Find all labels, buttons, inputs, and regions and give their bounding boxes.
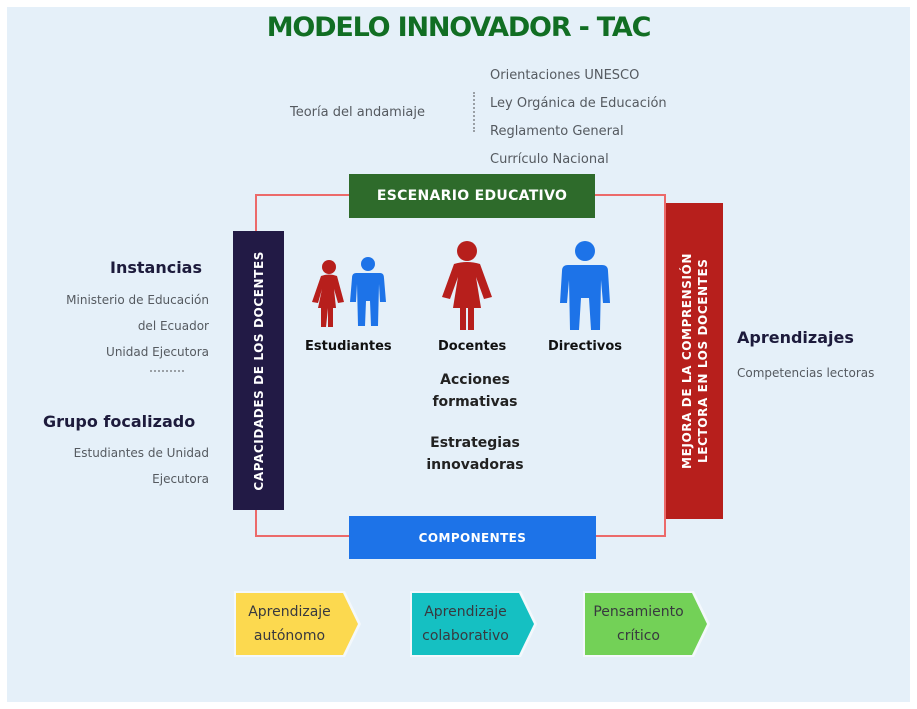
director-icon (560, 241, 610, 330)
arrow-label-line: Aprendizaje (248, 604, 331, 620)
arrow-shape (583, 591, 710, 657)
arrow-aprendizaje-colaborativo: Aprendizaje colaborativo (407, 588, 540, 660)
arrow-shape (234, 591, 361, 657)
right-banner: MEJORA DE LA COMPRENSIÓN LECTORA EN LOS … (666, 203, 723, 519)
arrow-shape (410, 591, 537, 657)
instancias-item: Ministerio de Educación (66, 293, 209, 307)
norm-item: Ley Orgánica de Educación (490, 96, 667, 111)
arrow-label: Pensamiento crítico (593, 600, 699, 648)
right-banner-line1: MEJORA DE LA COMPRENSIÓN (679, 253, 694, 469)
estrategias-line: Estrategias (430, 435, 520, 451)
instancias-heading: Instancias (110, 258, 202, 277)
norm-item: Currículo Nacional (490, 152, 609, 167)
teacher-icon (442, 241, 492, 330)
left-banner-label: CAPACIDADES DE LOS DOCENTES (251, 250, 266, 491)
arrow-pensamiento-critico: Pensamiento crítico (580, 588, 713, 660)
arrow-label: Aprendizaje autónomo (248, 600, 347, 648)
arrow-label-line: colaborativo (422, 628, 509, 644)
right-banner-line2: LECTORA EN LOS DOCENTES (695, 258, 710, 464)
grupo-item: Ejecutora (152, 472, 209, 486)
arrow-label-line: Pensamiento (593, 604, 684, 620)
dotted-separator (473, 92, 475, 132)
background-panel (7, 7, 910, 702)
students-icon (312, 257, 386, 327)
arrow-label-line: crítico (617, 628, 660, 644)
arrow-label-line: autónomo (253, 628, 326, 644)
arrow-aprendizaje-autonomo: Aprendizaje autónomo (231, 588, 364, 660)
dotted-separator (150, 370, 184, 372)
left-banner: CAPACIDADES DE LOS DOCENTES (233, 231, 284, 510)
right-banner-label: MEJORA DE LA COMPRENSIÓN LECTORA EN LOS … (679, 253, 711, 469)
acciones-line: Acciones (440, 372, 510, 388)
norm-item: Orientaciones UNESCO (490, 68, 640, 83)
arrow-label: Aprendizaje colaborativo (422, 600, 525, 648)
instancias-item: Unidad Ejecutora (106, 345, 209, 359)
bottom-banner: COMPONENTES (349, 516, 596, 559)
estudiantes-label: Estudiantes (305, 339, 392, 354)
theory-label: Teoría del andamiaje (290, 105, 426, 120)
norms-list: Orientaciones UNESCO Ley Orgánica de Edu… (490, 62, 667, 174)
docentes-label: Docentes (438, 339, 507, 354)
estrategias-innovadoras: Estrategias innovadoras (410, 432, 540, 476)
grupo-heading: Grupo focalizado (43, 412, 196, 431)
aprendizajes-item: Competencias lectoras (737, 366, 875, 380)
page-title: MODELO INNOVADOR - TAC (266, 12, 652, 43)
aprendizajes-heading: Aprendizajes (737, 328, 854, 347)
norm-item: Reglamento General (490, 124, 624, 139)
directivos-label: Directivos (548, 339, 622, 354)
acciones-formativas: Acciones formativas (415, 369, 535, 413)
grupo-item: Estudiantes de Unidad (73, 446, 209, 460)
estrategias-line: innovadoras (426, 457, 524, 473)
top-banner: ESCENARIO EDUCATIVO (349, 174, 595, 218)
arrow-label-line: Aprendizaje (424, 604, 507, 620)
acciones-line: formativas (432, 394, 518, 410)
instancias-item: del Ecuador (137, 319, 209, 333)
